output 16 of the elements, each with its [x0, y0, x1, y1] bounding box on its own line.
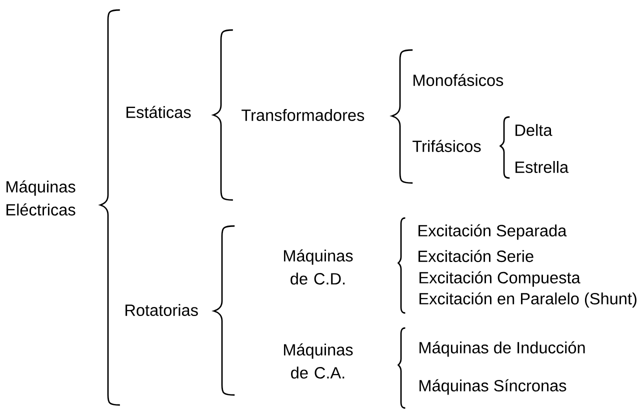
category-label: Máquinas Eléctricas: [6, 180, 76, 216]
category-label: Máquinas de C.A.: [284, 343, 353, 379]
category-label: Estáticas: [126, 106, 191, 118]
category-label: Máquinas de Inducción: [420, 341, 585, 357]
category-label: Rotatorias: [126, 304, 198, 316]
category-label: Delta: [516, 124, 552, 136]
category-label: Excitación Separada: [418, 224, 567, 240]
category-label: Monofásicos: [414, 74, 504, 86]
category-label: Transformadores: [242, 109, 364, 121]
category-label: Máquinas de C.D.: [284, 249, 353, 285]
category-label: Excitación en Paralelo (Shunt): [420, 292, 636, 308]
category-label: Máquinas Síncronas: [420, 379, 566, 395]
category-label: Estrella: [516, 161, 569, 173]
category-label: Excitación Compuesta: [420, 271, 580, 287]
category-label: Trifásicos: [412, 140, 481, 152]
category-label: Excitación Serie: [418, 250, 534, 262]
